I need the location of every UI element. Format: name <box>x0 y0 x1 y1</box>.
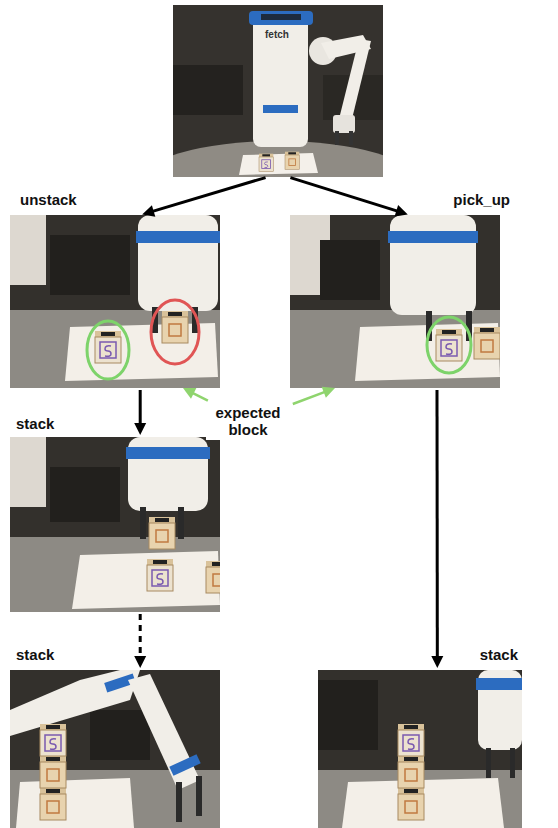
photo-panel: pick_up <box>290 215 500 388</box>
stack-photo <box>10 670 220 828</box>
arrow-line <box>139 390 142 425</box>
action-label: stack <box>16 415 54 433</box>
arrow-head <box>134 656 146 668</box>
arrow-head <box>142 205 155 216</box>
flow-arrow <box>142 178 265 217</box>
action-label: pick_up <box>453 191 510 209</box>
photo-panel: stack <box>10 670 220 828</box>
arrow-line <box>139 614 142 658</box>
flow-arrow <box>134 390 146 435</box>
arrow-head <box>134 423 146 435</box>
flow-arrow <box>290 178 407 217</box>
photo-panel: stack <box>10 437 220 612</box>
callout-label: expected block <box>206 402 290 440</box>
action-label: stack <box>480 646 518 664</box>
photo-panel: unstack <box>10 215 220 388</box>
arrow-head <box>431 656 443 668</box>
robot-photo <box>138 5 418 225</box>
arrow-head <box>395 205 408 216</box>
arrow-line <box>293 392 326 404</box>
stack-photo <box>318 670 522 828</box>
unstack-photo <box>10 215 220 388</box>
arrow-line <box>152 178 266 212</box>
flow-arrow <box>293 387 335 404</box>
action-label: stack <box>16 646 54 664</box>
arrow-line <box>290 178 398 212</box>
photo-panel: stack <box>318 670 522 828</box>
stack-photo <box>10 437 232 612</box>
action-label: unstack <box>20 191 77 209</box>
arrow-line <box>436 390 439 658</box>
arrow-line <box>192 393 208 401</box>
photo-panel: fetch <box>173 5 383 177</box>
callout-text: expected block <box>208 404 288 438</box>
arrow-head <box>183 388 196 399</box>
flow-arrow <box>183 388 208 401</box>
pickup-photo <box>290 215 500 388</box>
flow-arrow <box>431 390 443 668</box>
robot-name: fetch <box>265 29 289 40</box>
flow-arrow <box>134 614 146 668</box>
arrow-head <box>322 387 335 398</box>
